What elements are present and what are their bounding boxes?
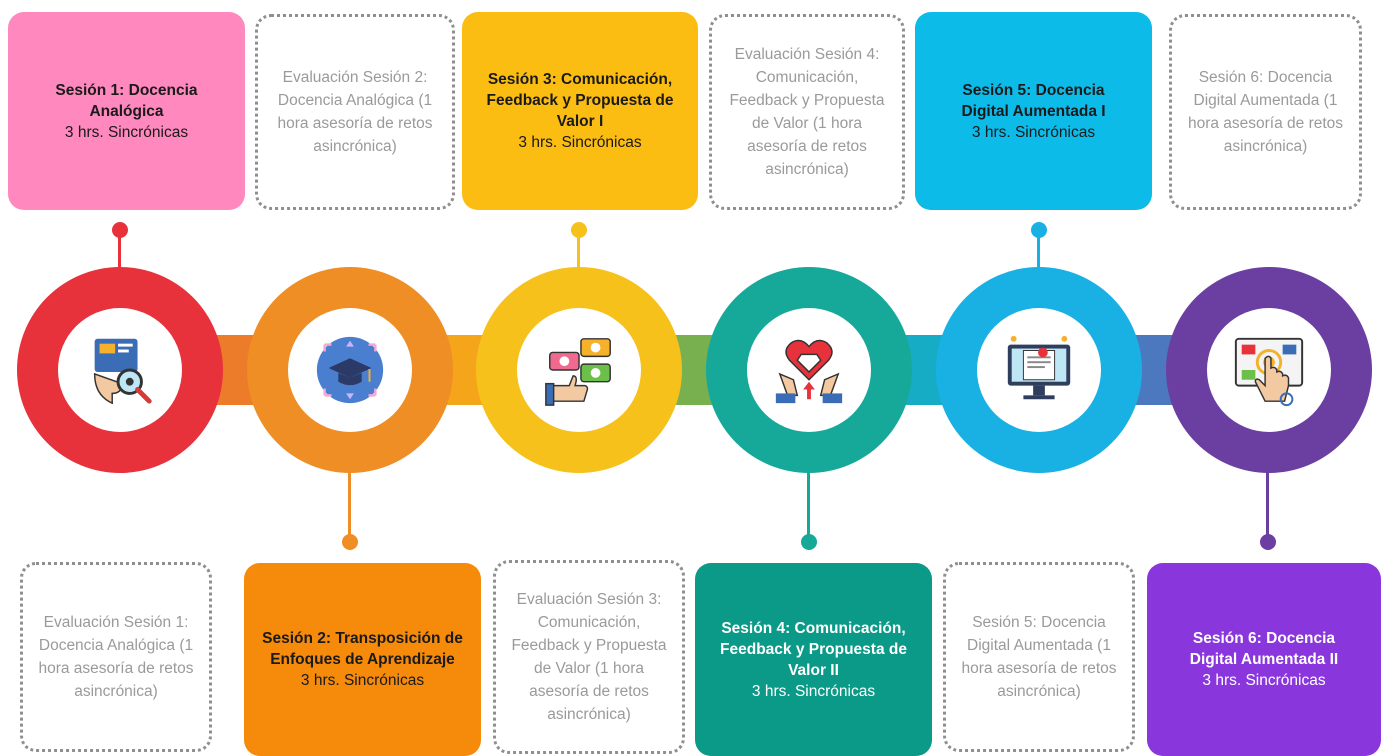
session-1-card: Sesión 1: Docencia Analógica 3 hrs. Sinc… [8,12,245,210]
digital-monitor-icon [977,308,1101,432]
evaluation-3-text: Evaluación Sesión 3: Comunicación, Feedb… [511,591,667,723]
evaluation-3-card: Evaluación Sesión 3: Comunicación, Feedb… [493,560,685,754]
evaluation-6-card: Sesión 6: Docencia Digital Aumentada (1 … [1169,14,1362,210]
session-2-hours: 3 hrs. Sincrónicas [300,672,425,689]
connector-line-6 [1266,470,1269,542]
session-6-title: Sesión 6: Docencia Digital Aumentada II [1189,630,1339,668]
connector-dot-5 [1031,222,1047,238]
connector-dot-6 [1260,534,1276,550]
connector-dot-4 [801,534,817,550]
analog-teaching-icon [58,308,182,432]
connector-dot-2 [342,534,358,550]
session-6-card: Sesión 6: Docencia Digital Aumentada II … [1147,563,1381,756]
connector-line-4 [807,470,810,542]
session-6-hours: 3 hrs. Sincrónicas [1202,672,1326,689]
evaluation-4-text: Evaluación Sesión 4: Comunicación, Feedb… [729,46,885,178]
session-5-hours: 3 hrs. Sincrónicas [971,123,1096,141]
connector-dot-1 [112,222,128,238]
evaluation-2-card: Evaluación Sesión 2: Docencia Analógica … [255,14,455,210]
chat-feedback-icon [517,308,641,432]
graduation-cap-icon [288,308,412,432]
evaluation-4-card: Evaluación Sesión 4: Comunicación, Feedb… [709,14,905,210]
session-1-hours: 3 hrs. Sincrónicas [64,123,189,141]
session-5-card: Sesión 5: Docencia Digital Aumentada I 3… [915,12,1152,210]
evaluation-1-text: Evaluación Sesión 1: Docencia Analógica … [38,614,194,700]
evaluation-2-text: Evaluación Sesión 2: Docencia Analógica … [277,69,433,155]
session-4-card: Sesión 4: Comunicación, Feedback y Propu… [695,563,932,756]
session-2-card: Sesión 2: Transposición de Enfoques de A… [244,563,481,756]
connector-line-2 [348,470,351,542]
session-3-hours: 3 hrs. Sincrónicas [518,134,642,151]
evaluation-5-text: Sesión 5: Docencia Digital Aumentada (1 … [961,614,1117,700]
session-4-title: Sesión 4: Comunicación, Feedback y Propu… [720,619,907,679]
session-5-title: Sesión 5: Docencia Digital Aumentada I [961,81,1106,120]
touch-screen-icon [1207,308,1331,432]
session-1-title: Sesión 1: Docencia Analógica [55,81,198,120]
connector-dot-3 [571,222,587,238]
evaluation-6-text: Sesión 6: Docencia Digital Aumentada (1 … [1187,69,1344,155]
session-3-card: Sesión 3: Comunicación, Feedback y Propu… [462,12,698,210]
session-3-title: Sesión 3: Comunicación, Feedback y Propu… [486,71,674,130]
session-4-hours: 3 hrs. Sincrónicas [751,682,876,700]
heart-diamond-hands-icon [747,308,871,432]
session-2-title: Sesión 2: Transposición de Enfoques de A… [262,630,463,668]
evaluation-1-card: Evaluación Sesión 1: Docencia Analógica … [20,562,212,752]
evaluation-5-card: Sesión 5: Docencia Digital Aumentada (1 … [943,562,1135,752]
